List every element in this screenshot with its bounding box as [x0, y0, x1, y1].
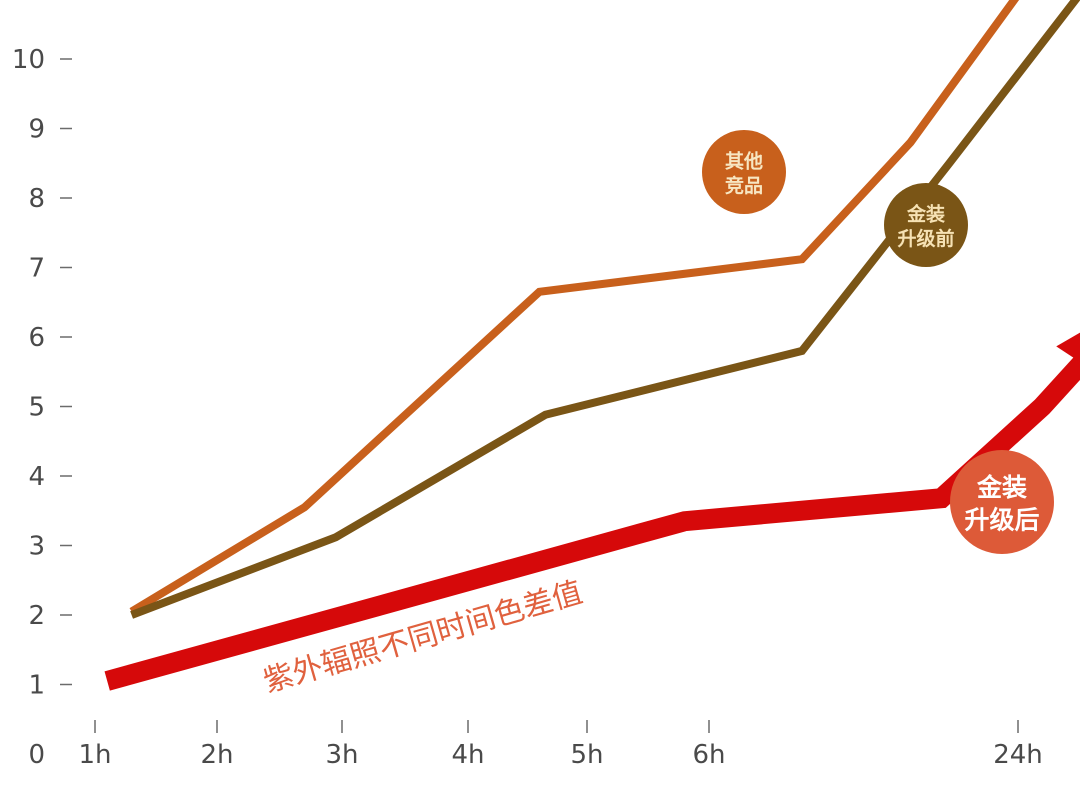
- x-tick-label: 2h: [200, 740, 233, 770]
- legend-badge-label: 金装: [906, 202, 945, 225]
- y-tick-label: 5: [28, 393, 45, 423]
- x-tick-label: 1h: [78, 740, 111, 770]
- x-tick-label: 3h: [325, 740, 358, 770]
- x-tick-label: 24h: [993, 740, 1043, 770]
- arrow-head: [1056, 332, 1080, 362]
- legend-badge-label: 其他: [725, 149, 763, 172]
- y-tick-label: 8: [28, 184, 45, 214]
- legend-badge-circle: [950, 450, 1054, 554]
- legend-badge-label: 升级前: [897, 227, 954, 250]
- x-tick-label: 4h: [451, 740, 484, 770]
- legend-badge-label: 金装: [976, 473, 1027, 502]
- y-axis: 0 1 2 3 4 5 6 7 8 9 10: [12, 45, 72, 770]
- series-line-2: [130, 0, 1080, 619]
- legend-badge-label: 升级后: [964, 505, 1039, 534]
- legend-badge-label: 竞品: [725, 174, 763, 197]
- y-tick-label: 7: [28, 254, 45, 284]
- x-tick-label: 5h: [570, 740, 603, 770]
- y-tick-label: 2: [28, 601, 45, 631]
- y-tick-label: 1: [28, 671, 45, 701]
- series-line-3: [104, 350, 1080, 691]
- series-lines: [104, 0, 1080, 691]
- x-axis: 1h 2h 3h 4h 5h 6h 24h: [78, 720, 1043, 770]
- legend-badge-circle: [884, 183, 968, 267]
- y-tick-label: 3: [28, 532, 45, 562]
- y-tick-label: 6: [28, 323, 45, 353]
- y-tick-label: 9: [28, 115, 45, 145]
- y-tick-label: 10: [12, 45, 45, 75]
- series-line-1: [129, 0, 1020, 615]
- x-tick-label: 6h: [692, 740, 725, 770]
- y-tick-label: 4: [28, 462, 45, 492]
- y-tick-label: 0: [28, 740, 45, 770]
- legend-badge-circle: [702, 130, 786, 214]
